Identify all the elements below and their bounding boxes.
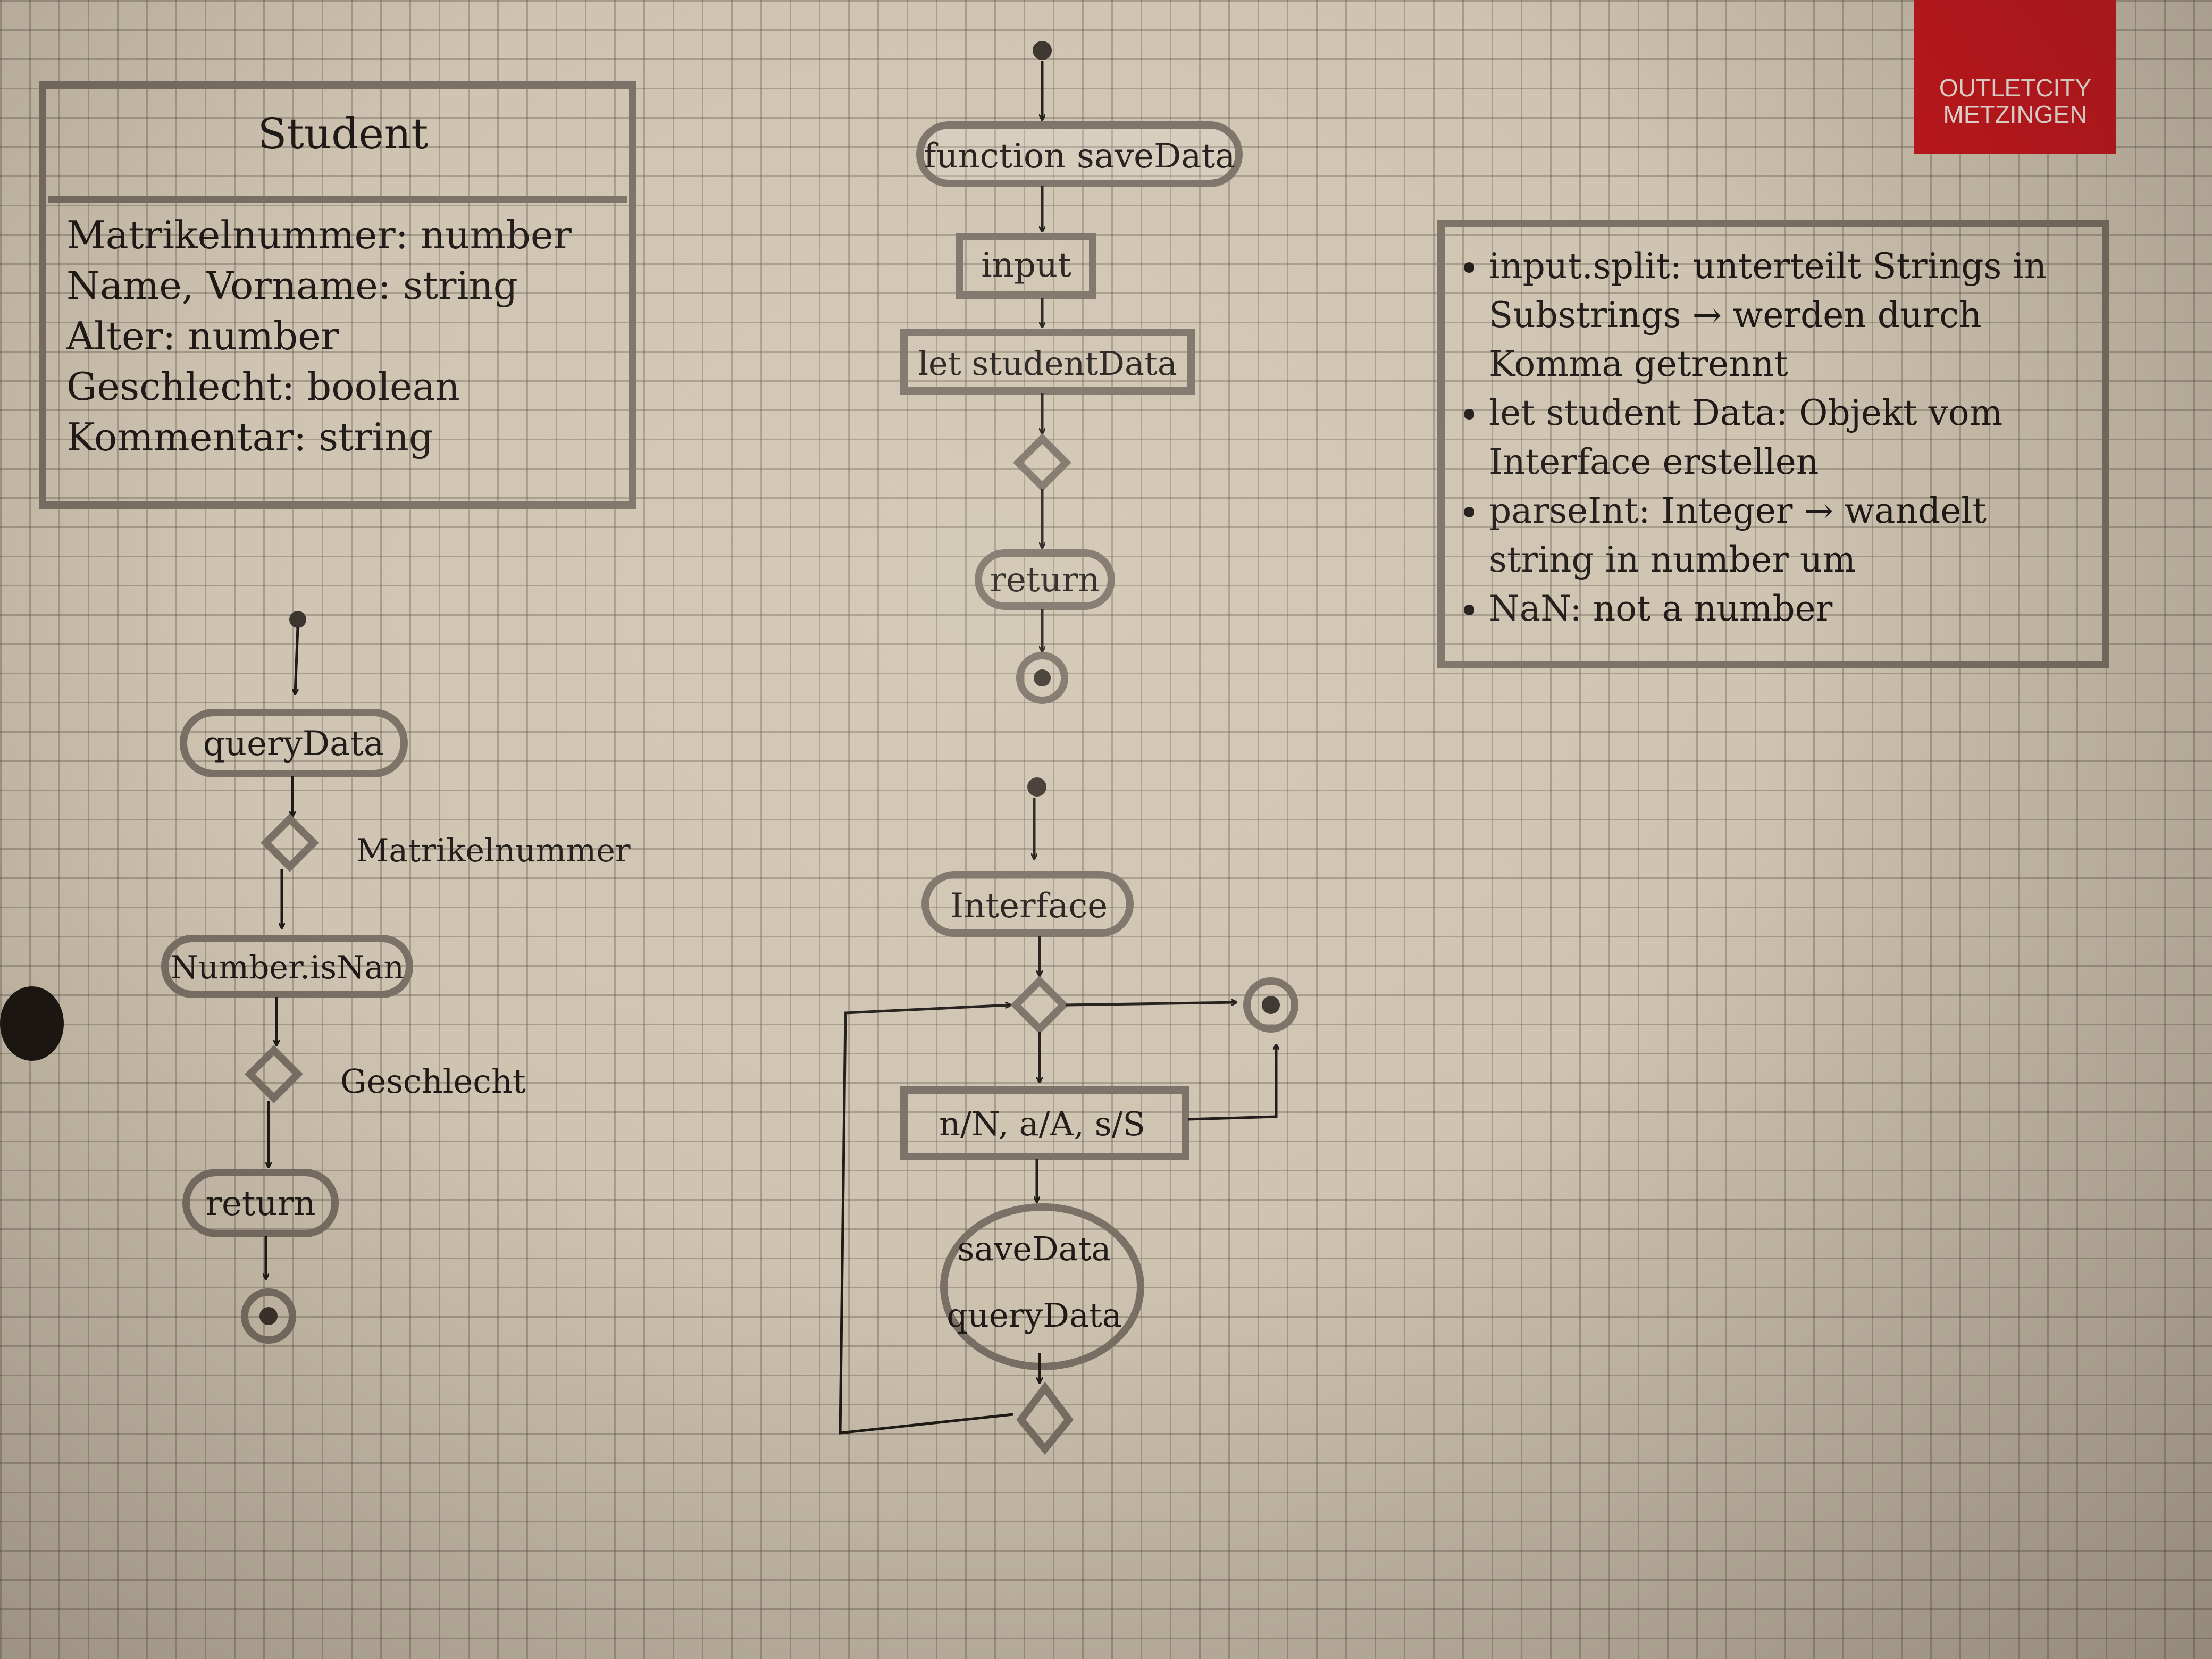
querydata-end-dot: [259, 1307, 278, 1325]
note-item: input.split: unterteilt Strings in Subst…: [1489, 242, 2084, 389]
notes-box: [1437, 220, 2109, 668]
interface-end-dot: [1262, 996, 1280, 1014]
querydata-diamond1-label: Matrikelnummer: [356, 832, 631, 869]
interface-call1-label: saveData: [957, 1229, 1111, 1268]
outletcity-logo: OUTLETCITY METZINGEN: [1914, 0, 2116, 154]
querydata-arrow-1: [295, 627, 299, 694]
note-item: NaN: not a number: [1489, 584, 2084, 633]
querydata-diamond-2: [245, 1045, 303, 1103]
savedata-flow: [900, 41, 1243, 704]
notes-list: input.split: unterteilt Strings in Subst…: [1457, 242, 2084, 633]
savedata-end-node: [1016, 652, 1068, 704]
savedata-end-dot: [1034, 669, 1051, 686]
class-outline: [39, 81, 636, 509]
interface-end-node: [1243, 977, 1298, 1033]
querydata-flow: [161, 611, 413, 1344]
savedata-function-node: [916, 121, 1243, 187]
interface-start-node: [1027, 777, 1046, 797]
querydata-return-activity: [182, 1169, 339, 1237]
interface-loop-diamond: [1010, 976, 1069, 1034]
class-attribute: Kommentar: string: [66, 415, 433, 459]
interface-merge-diamond: [1016, 1381, 1074, 1455]
querydata-start-activity: [180, 709, 408, 777]
interface-options-exit-arrow: [1188, 1045, 1276, 1121]
savedata-decision-diamond: [1013, 433, 1071, 492]
savedata-let-node: [900, 329, 1195, 395]
class-attribute: Name, Vorname: string: [66, 263, 518, 308]
interface-options-label: n/N, a/A, s/S: [939, 1104, 1145, 1143]
class-title: Student: [257, 109, 429, 158]
querydata-end-node: [241, 1288, 296, 1344]
querydata-start-node: [289, 611, 306, 628]
logo-text: OUTLETCITY METZINGEN: [1939, 74, 2092, 128]
savedata-let-label: let studentData: [918, 344, 1177, 383]
student-class-box: [39, 81, 636, 509]
interface-flow: [839, 777, 1298, 1455]
querydata-return-label: return: [205, 1184, 315, 1224]
interface-calls-node: [940, 1203, 1144, 1370]
class-attribute: Alter: number: [66, 314, 339, 358]
interface-options-node: [900, 1086, 1189, 1160]
querydata-check-label: Number.isNan: [170, 949, 404, 986]
class-attribute: Matrikelnummer: number: [66, 213, 572, 257]
interface-node: [921, 871, 1134, 937]
savedata-input-node: [956, 233, 1096, 299]
interface-exit-arrow: [1066, 1002, 1236, 1007]
interface-label: Interface: [950, 886, 1108, 926]
interface-call2-label: queryData: [946, 1296, 1122, 1335]
querydata-diamond-1: [261, 814, 319, 872]
savedata-function-label: function saveData: [924, 137, 1236, 176]
savedata-start-node: [1033, 41, 1052, 60]
binder-hole: [0, 986, 64, 1061]
savedata-input-label: input: [981, 246, 1071, 285]
savedata-return-node: [975, 549, 1115, 610]
querydata-diamond2-label: Geschlecht: [340, 1062, 526, 1101]
interface-loop-back-arrow: [839, 1005, 1013, 1435]
savedata-return-label: return: [990, 560, 1100, 600]
querydata-check-activity: [161, 935, 413, 998]
class-attributes: Matrikelnummer: number Name, Vorname: st…: [66, 210, 630, 463]
class-attribute: Geschlecht: boolean: [66, 364, 460, 409]
querydata-start-label: queryData: [203, 724, 384, 764]
note-item: let student Data: Objekt vom Interface e…: [1489, 389, 2084, 487]
note-item: parseInt: Integer → wandelt string in nu…: [1489, 487, 2084, 584]
